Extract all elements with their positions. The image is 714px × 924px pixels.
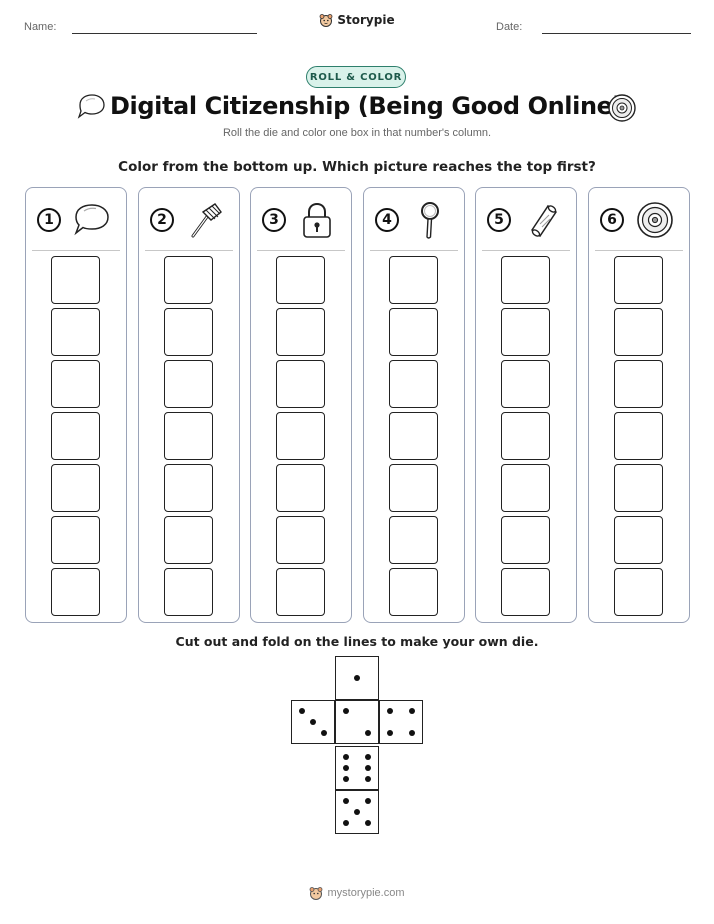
- color-box[interactable]: [276, 308, 325, 356]
- column-4: 4: [363, 187, 465, 623]
- speech-bubble-icon: [74, 204, 109, 236]
- column-3: 3: [250, 187, 352, 623]
- column-header: 1: [26, 188, 126, 251]
- color-box[interactable]: [501, 516, 550, 564]
- column-header: 3: [251, 188, 351, 251]
- color-box[interactable]: [164, 464, 213, 512]
- column-5: 5: [475, 187, 577, 623]
- die-face-3: [291, 700, 335, 744]
- column-number: 5: [487, 208, 511, 232]
- page-subtitle: Roll the die and color one box in that n…: [222, 127, 492, 139]
- column-6: 6: [588, 187, 690, 623]
- brand-logo: Storypie: [0, 13, 714, 27]
- color-box[interactable]: [501, 360, 550, 408]
- name-label: Name:: [24, 21, 57, 33]
- die-face-2: [335, 700, 379, 744]
- color-box[interactable]: [614, 412, 663, 460]
- column-header: 5: [476, 188, 576, 251]
- speech-bubble-icon: [77, 94, 105, 119]
- magnifying-glass-icon: [421, 202, 439, 239]
- storypie-mascot-icon: [310, 887, 323, 900]
- color-box[interactable]: [501, 412, 550, 460]
- color-box[interactable]: [614, 308, 663, 356]
- column-number: 6: [600, 208, 624, 232]
- column-header: 4: [364, 188, 464, 251]
- color-box[interactable]: [389, 256, 438, 304]
- color-box[interactable]: [164, 568, 213, 616]
- color-box[interactable]: [614, 360, 663, 408]
- color-box[interactable]: [51, 568, 100, 616]
- die-face-6: [335, 746, 379, 790]
- color-box[interactable]: [51, 464, 100, 512]
- color-box[interactable]: [276, 464, 325, 512]
- color-box[interactable]: [276, 256, 325, 304]
- color-box[interactable]: [389, 568, 438, 616]
- color-box[interactable]: [276, 516, 325, 564]
- column-header: 6: [589, 188, 689, 251]
- color-box[interactable]: [501, 568, 550, 616]
- color-box[interactable]: [51, 516, 100, 564]
- date-line[interactable]: [542, 33, 691, 34]
- color-instruction: Color from the bottom up. Which picture …: [118, 159, 596, 175]
- color-box[interactable]: [389, 464, 438, 512]
- color-box[interactable]: [614, 568, 663, 616]
- padlock-icon: [303, 202, 331, 238]
- footer: mystorypie.com: [0, 886, 714, 900]
- color-box[interactable]: [276, 360, 325, 408]
- die-instruction: Cut out and fold on the lines to make yo…: [175, 634, 539, 649]
- color-box[interactable]: [164, 516, 213, 564]
- die-face-4: [379, 700, 423, 744]
- die-face-1: [335, 656, 379, 700]
- brand-name: Storypie: [337, 13, 395, 27]
- color-box[interactable]: [614, 464, 663, 512]
- rake-icon: [191, 203, 222, 238]
- color-box[interactable]: [276, 412, 325, 460]
- color-box[interactable]: [501, 308, 550, 356]
- color-box[interactable]: [501, 464, 550, 512]
- footer-url[interactable]: mystorypie.com: [327, 887, 405, 899]
- color-box[interactable]: [164, 360, 213, 408]
- die-face-5: [335, 790, 379, 834]
- color-box[interactable]: [389, 412, 438, 460]
- color-box[interactable]: [164, 256, 213, 304]
- column-number: 2: [150, 208, 174, 232]
- column-2: 2: [138, 187, 240, 623]
- die-net: [290, 656, 426, 836]
- color-box[interactable]: [164, 412, 213, 460]
- column-number: 4: [375, 208, 399, 232]
- color-box[interactable]: [51, 308, 100, 356]
- color-box[interactable]: [501, 256, 550, 304]
- color-box[interactable]: [51, 360, 100, 408]
- storypie-mascot-icon: [319, 14, 333, 27]
- shield-icon: [608, 94, 636, 122]
- date-label: Date:: [496, 21, 523, 33]
- activity-badge: ROLL & COLOR: [306, 66, 406, 88]
- page-title: Digital Citizenship (Being Good Online): [110, 92, 624, 120]
- color-box[interactable]: [614, 516, 663, 564]
- color-box[interactable]: [389, 308, 438, 356]
- color-box[interactable]: [164, 308, 213, 356]
- name-line[interactable]: [72, 33, 257, 34]
- color-box[interactable]: [51, 412, 100, 460]
- shield-icon: [637, 202, 673, 238]
- column-number: 1: [37, 208, 61, 232]
- color-box[interactable]: [276, 568, 325, 616]
- scroll-icon: [530, 204, 558, 238]
- color-box[interactable]: [614, 256, 663, 304]
- color-box[interactable]: [389, 516, 438, 564]
- color-box[interactable]: [389, 360, 438, 408]
- column-1: 1: [25, 187, 127, 623]
- color-box[interactable]: [51, 256, 100, 304]
- column-number: 3: [262, 208, 286, 232]
- column-header: 2: [139, 188, 239, 251]
